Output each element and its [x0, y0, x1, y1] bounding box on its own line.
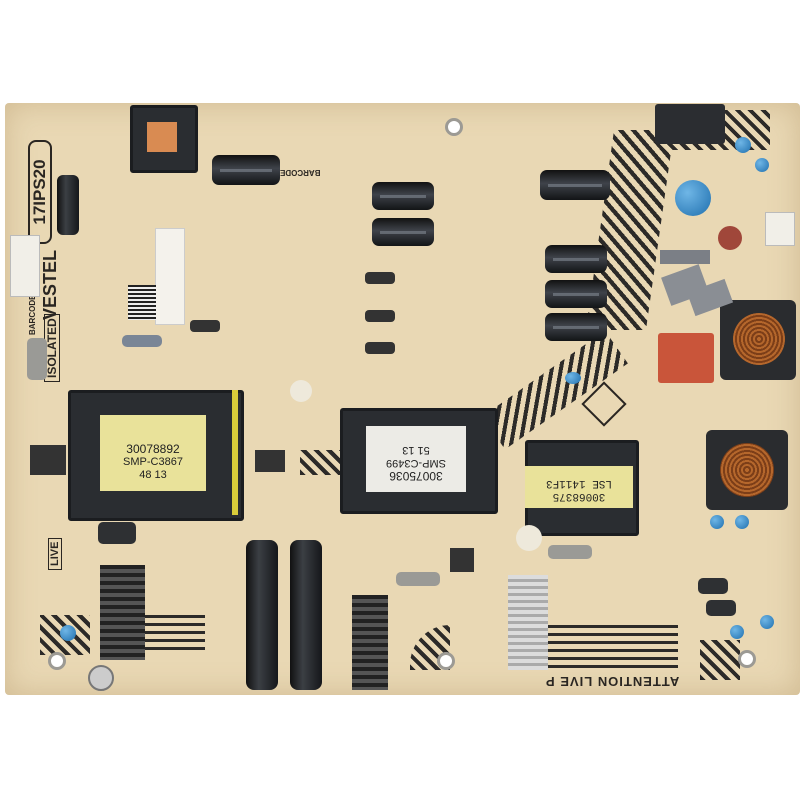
- capacitor: [545, 280, 607, 308]
- resistor: [396, 572, 440, 586]
- transformer-winding: [147, 122, 177, 152]
- transformer-part-number: 30075036: [389, 469, 443, 483]
- warning-label: ATTENTION LIVE P: [545, 674, 680, 689]
- heatsink: [508, 575, 548, 670]
- transformer-part-number: 30078892: [126, 442, 180, 456]
- y-capacitor: [675, 180, 711, 216]
- bulk-capacitor: [290, 540, 322, 690]
- brand-label: VESTEL: [40, 249, 60, 320]
- transformer-date: 51 13: [402, 444, 430, 456]
- trace-bus: [548, 625, 678, 670]
- heatsink: [352, 595, 388, 690]
- capacitor: [212, 155, 280, 185]
- hatched-trace: [700, 640, 740, 680]
- ceramic-capacitor: [755, 158, 769, 172]
- connector: [765, 212, 795, 246]
- resistor: [27, 338, 47, 380]
- ceramic-capacitor: [710, 515, 724, 529]
- transformer-label: 30078892 SMP-C3867 48 13: [100, 415, 206, 491]
- ceramic-capacitor: [60, 625, 76, 641]
- mounting-hole: [445, 118, 463, 136]
- capacitor: [372, 218, 434, 246]
- transformer-model: LSE 1411F3: [546, 477, 613, 489]
- capacitor: [88, 665, 114, 691]
- transistor: [30, 445, 66, 475]
- mounting-hole: [738, 650, 756, 668]
- ceramic-capacitor: [730, 625, 744, 639]
- resistor: [122, 335, 162, 347]
- barcode: [128, 285, 156, 320]
- live-label: LIVE: [48, 537, 62, 570]
- ceramic-capacitor: [735, 515, 749, 529]
- barcode-label: BARCODE: [280, 168, 321, 177]
- capacitor: [372, 182, 434, 210]
- diode: [365, 272, 395, 284]
- ceramic-capacitor: [760, 615, 774, 629]
- transistor: [450, 548, 474, 572]
- capacitor: [57, 175, 79, 235]
- hatched-trace: [300, 450, 340, 475]
- tape-edge: [232, 390, 238, 515]
- transistor: [255, 450, 285, 472]
- transformer-part-number: 30068375: [552, 490, 606, 502]
- x-capacitor: [658, 333, 714, 383]
- mounting-hole: [48, 652, 66, 670]
- component: [660, 250, 710, 264]
- choke-coil: [720, 443, 774, 497]
- thermistor: [718, 226, 742, 250]
- transformer-model: SMP-C3499: [386, 457, 446, 469]
- component: [706, 600, 736, 616]
- diode: [365, 342, 395, 354]
- component: [290, 380, 312, 402]
- resistor: [548, 545, 592, 559]
- choke-coil: [733, 313, 785, 365]
- diode: [365, 310, 395, 322]
- ceramic-capacitor: [565, 372, 581, 384]
- board-model-label: 17IPS20: [28, 140, 52, 244]
- trace-bus: [145, 615, 205, 650]
- component: [516, 525, 542, 551]
- capacitor: [545, 245, 607, 273]
- capacitor: [540, 170, 610, 200]
- barcode-sticker: [155, 228, 185, 325]
- transformer-date: 48 13: [139, 469, 167, 481]
- heatsink: [100, 565, 145, 660]
- diode: [190, 320, 220, 332]
- capacitor: [545, 313, 607, 341]
- barcode-label: BARCODE: [28, 294, 37, 335]
- component: [698, 578, 728, 594]
- transformer-label: 30068375 LSE 1411F3: [525, 466, 633, 508]
- transformer-label: 30075036 SMP-C3499 51 13: [366, 426, 466, 492]
- connector: [655, 104, 725, 144]
- connector: [10, 235, 40, 297]
- mounting-hole: [437, 652, 455, 670]
- component: [98, 522, 136, 544]
- ceramic-capacitor: [735, 137, 751, 153]
- transformer-model: SMP-C3867: [123, 456, 183, 468]
- bulk-capacitor: [246, 540, 278, 690]
